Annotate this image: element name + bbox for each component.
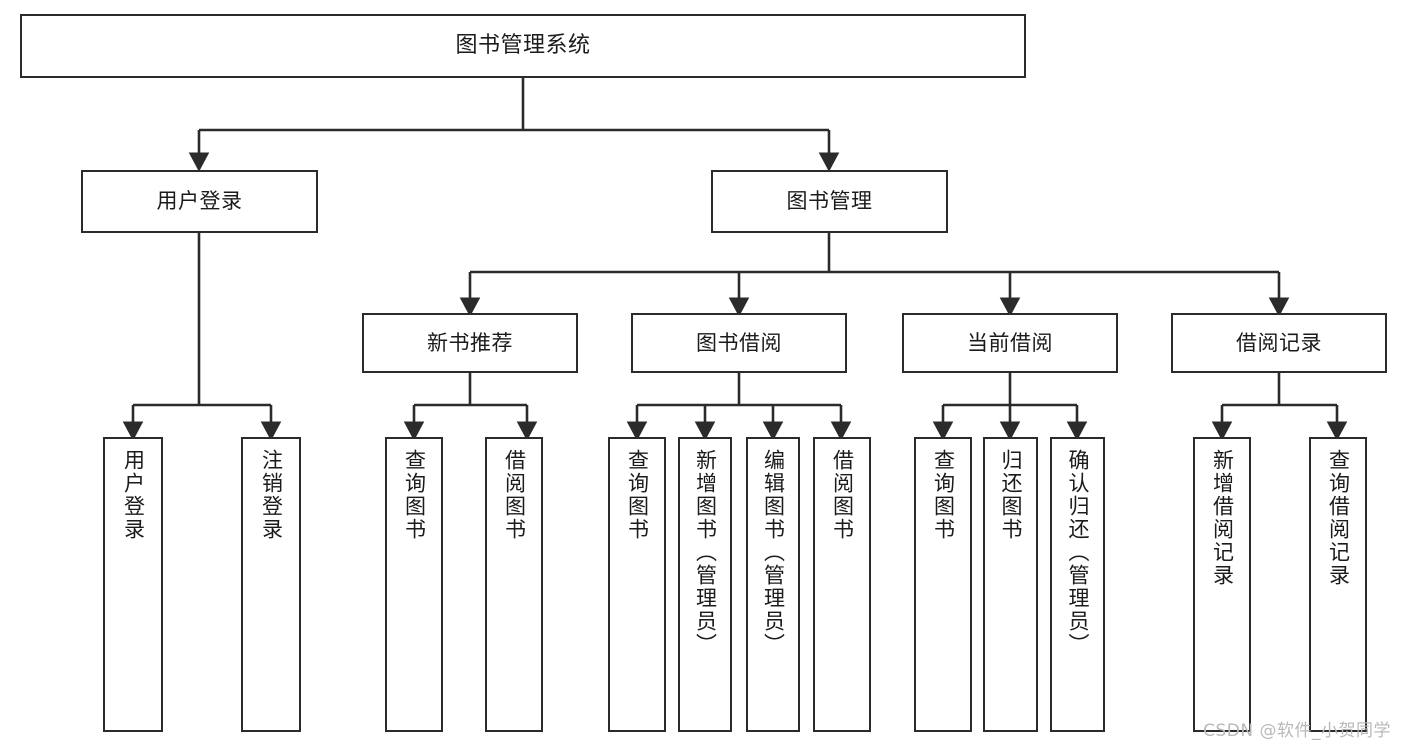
- node-book-borrow-label: 图书借阅: [696, 330, 782, 355]
- leaf-query-book-2-label: 查询图书: [625, 449, 650, 541]
- leaf-borrow-book-2[interactable]: 借阅图书: [813, 437, 871, 732]
- leaf-user-logout[interactable]: 注销登录: [241, 437, 301, 732]
- leaf-edit-book[interactable]: 编辑图书（管理员）: [746, 437, 800, 732]
- node-current-borrow-label: 当前借阅: [967, 330, 1053, 355]
- leaf-borrow-book-2-label: 借阅图书: [830, 449, 855, 541]
- leaf-add-book-label: 新增图书（管理员）: [693, 449, 718, 656]
- node-new-book-recommend-label: 新书推荐: [427, 330, 513, 355]
- node-new-book-recommend[interactable]: 新书推荐: [362, 313, 578, 373]
- node-borrow-record-label: 借阅记录: [1236, 330, 1322, 355]
- leaf-return-book-label: 归还图书: [999, 449, 1023, 541]
- leaf-query-book-3[interactable]: 查询图书: [914, 437, 972, 732]
- leaf-query-record[interactable]: 查询借阅记录: [1309, 437, 1367, 732]
- leaf-query-book-1-label: 查询图书: [402, 449, 427, 541]
- leaf-user-login-label: 用户登录: [121, 449, 146, 541]
- node-book-manage[interactable]: 图书管理: [711, 170, 948, 233]
- leaf-user-logout-label: 注销登录: [259, 449, 284, 541]
- leaf-query-record-label: 查询借阅记录: [1326, 449, 1351, 587]
- leaf-query-book-2[interactable]: 查询图书: [608, 437, 666, 732]
- node-root-label: 图书管理系统: [455, 33, 591, 59]
- node-root[interactable]: 图书管理系统: [20, 14, 1026, 78]
- leaf-user-login[interactable]: 用户登录: [103, 437, 163, 732]
- leaf-borrow-book-1-label: 借阅图书: [502, 449, 527, 541]
- node-user-login-label: 用户登录: [156, 189, 243, 214]
- watermark-text: CSDN @软件_小贺同学: [1203, 721, 1391, 741]
- leaf-add-record[interactable]: 新增借阅记录: [1193, 437, 1251, 732]
- leaf-add-record-label: 新增借阅记录: [1210, 449, 1235, 587]
- node-book-manage-label: 图书管理: [786, 189, 873, 214]
- node-borrow-record[interactable]: 借阅记录: [1171, 313, 1387, 373]
- node-user-login[interactable]: 用户登录: [81, 170, 318, 233]
- node-current-borrow[interactable]: 当前借阅: [902, 313, 1118, 373]
- leaf-borrow-book-1[interactable]: 借阅图书: [485, 437, 543, 732]
- leaf-confirm-return-label: 确认归还（管理员）: [1066, 449, 1090, 656]
- leaf-add-book[interactable]: 新增图书（管理员）: [678, 437, 732, 732]
- leaf-edit-book-label: 编辑图书（管理员）: [761, 449, 786, 656]
- leaf-query-book-1[interactable]: 查询图书: [385, 437, 443, 732]
- node-book-borrow[interactable]: 图书借阅: [631, 313, 847, 373]
- leaf-confirm-return[interactable]: 确认归还（管理员）: [1050, 437, 1105, 732]
- leaf-return-book[interactable]: 归还图书: [983, 437, 1038, 732]
- leaf-query-book-3-label: 查询图书: [931, 449, 956, 541]
